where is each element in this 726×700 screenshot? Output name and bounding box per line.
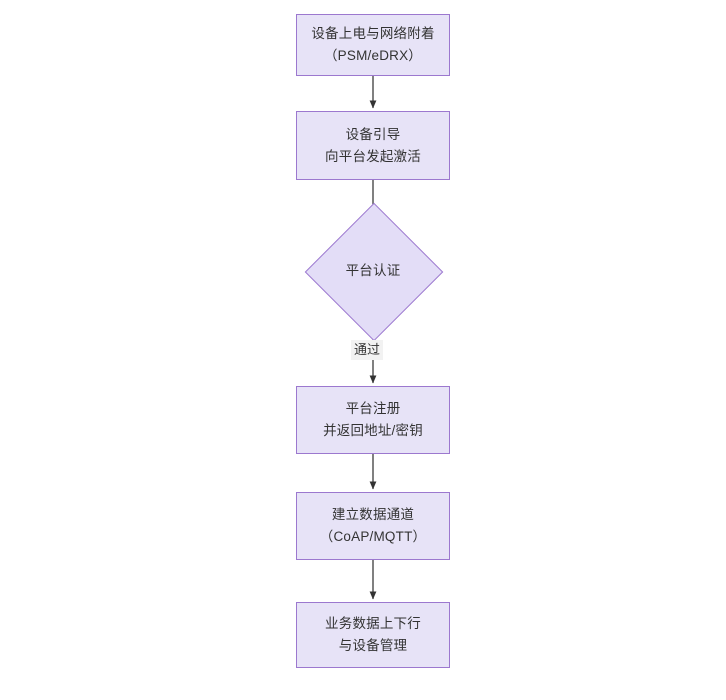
node-device-bootstrap-line-2: 向平台发起激活: [325, 148, 421, 164]
node-establish-data-channel-line-2: （CoAP/MQTT）: [319, 529, 427, 544]
node-platform-registration-line-2: 并返回地址/密钥: [323, 423, 423, 438]
node-platform-registration[interactable]: 平台注册 并返回地址/密钥: [296, 386, 450, 454]
node-device-power-on[interactable]: 设备上电与网络附着 （PSM/eDRX）: [296, 14, 450, 76]
node-device-power-on-line-2: （PSM/eDRX）: [323, 48, 423, 63]
node-device-power-on-line-1: 设备上电与网络附着: [311, 26, 435, 41]
edge-label-pass: 通过: [351, 340, 384, 360]
node-platform-authentication-label: 平台认证: [345, 263, 401, 278]
node-business-data-line-2: 与设备管理: [338, 638, 408, 653]
node-device-bootstrap[interactable]: 设备引导 向平台发起激活: [296, 111, 450, 180]
node-platform-authentication[interactable]: 平台认证: [304, 202, 444, 342]
node-establish-data-channel-line-1: 建立数据通道: [331, 507, 415, 522]
node-establish-data-channel[interactable]: 建立数据通道 （CoAP/MQTT）: [296, 492, 450, 560]
node-platform-registration-line-1: 平台注册: [345, 401, 401, 416]
node-business-data-line-1: 业务数据上下行: [325, 616, 421, 631]
node-device-bootstrap-line-1: 设备引导: [345, 126, 401, 142]
node-business-data-and-device-management[interactable]: 业务数据上下行 与设备管理: [296, 602, 450, 668]
